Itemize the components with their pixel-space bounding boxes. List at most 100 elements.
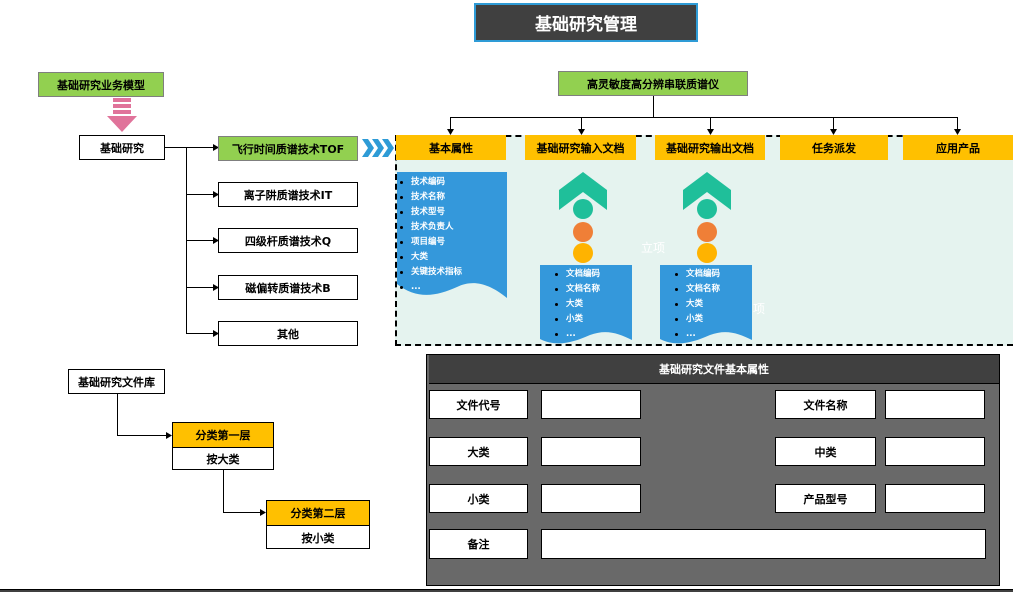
attr-item: 大类	[397, 250, 462, 265]
tab-task-dispatch[interactable]: 任务派发	[780, 135, 888, 160]
branch-it[interactable]: 离子阱质谱技术IT	[218, 182, 358, 207]
document-shape	[660, 265, 752, 344]
tab-applied-products[interactable]: 应用产品	[903, 135, 1013, 160]
connector	[223, 512, 261, 513]
arrowhead	[166, 432, 172, 439]
doc-item: 文档名称	[672, 282, 720, 297]
label-major-class: 大类	[429, 437, 528, 466]
connector	[186, 194, 213, 195]
input-major-class[interactable]	[541, 437, 641, 466]
input-file-name[interactable]	[885, 390, 985, 419]
document-shape	[397, 172, 507, 298]
tab-input-docs[interactable]: 基础研究输入文档	[525, 135, 636, 160]
file-attributes-panel: 基础研究文件基本属性 文件代号 文件名称 大类 中类 小类 产品型号 备注	[426, 354, 1000, 586]
business-model-box[interactable]: 基础研究业务模型	[38, 72, 164, 97]
input-remark[interactable]	[541, 529, 986, 559]
attr-item: 技术名称	[397, 190, 462, 205]
connector	[165, 147, 213, 148]
arrowhead	[213, 191, 219, 198]
tab-output-docs[interactable]: 基础研究输出文档	[655, 135, 765, 160]
doc-item: 小类	[552, 312, 600, 327]
bottom-divider	[0, 589, 1013, 592]
label-remark: 备注	[429, 529, 528, 559]
down-arrow-icon	[107, 98, 137, 132]
basic-attributes-doc: 技术编码 技术名称 技术型号 技术负责人 项目编号 大类 关键技术指标 ...	[397, 172, 507, 302]
arrowhead	[213, 237, 219, 244]
classification-level-2[interactable]: 分类第二层 按小类	[266, 500, 370, 549]
connector	[957, 117, 958, 129]
label-mid-class: 中类	[775, 437, 876, 466]
branch-tof[interactable]: 飞行时间质谱技术TOF	[218, 136, 358, 161]
doc-item: 小类	[672, 312, 720, 327]
input-product-model[interactable]	[885, 484, 985, 513]
instrument-box[interactable]: 高灵敏度高分辨串联质谱仪	[558, 71, 748, 96]
stage-dots-icon	[697, 199, 717, 263]
page-title: 基础研究管理	[474, 3, 698, 42]
label-minor-class: 小类	[429, 484, 528, 513]
tab-basic-attributes[interactable]: 基本属性	[396, 135, 506, 160]
branch-q[interactable]: 四级杆质谱技术Q	[218, 228, 358, 253]
connector	[186, 333, 213, 334]
arrowhead	[213, 144, 219, 151]
level-header: 分类第二层	[267, 501, 369, 526]
branch-other[interactable]: 其他	[218, 321, 358, 346]
output-docs-doc: 文档编码 文档名称 大类 小类 ...	[660, 265, 752, 345]
up-chevron-icon	[683, 172, 731, 210]
document-shape	[540, 265, 632, 344]
attr-item: 项目编号	[397, 235, 462, 250]
root-basic-research[interactable]: 基础研究	[79, 135, 165, 160]
level-body: 按小类	[301, 531, 335, 545]
up-chevron-icon	[559, 172, 607, 210]
connector	[581, 117, 582, 129]
input-docs-doc: 文档编码 文档名称 大类 小类 ...	[540, 265, 632, 345]
attr-item: 技术编码	[397, 175, 462, 190]
connector	[710, 117, 711, 129]
connector	[186, 240, 213, 241]
arrowhead	[447, 129, 454, 135]
doc-item: ...	[672, 327, 720, 342]
arrowhead	[213, 330, 219, 337]
connector	[450, 117, 451, 129]
level-header: 分类第一层	[173, 423, 273, 448]
connector	[186, 287, 213, 288]
classification-level-1[interactable]: 分类第一层 按大类	[172, 422, 274, 470]
arrowhead	[830, 129, 837, 135]
input-file-code[interactable]	[541, 390, 641, 419]
stage-dots-icon	[573, 199, 593, 263]
connector	[450, 117, 958, 118]
label-file-code: 文件代号	[429, 390, 528, 419]
doc-item: 大类	[552, 297, 600, 312]
input-mid-class[interactable]	[885, 437, 985, 466]
attr-item: 关键技术指标	[397, 265, 462, 280]
ghost-label: 项	[753, 302, 766, 316]
arrowhead	[707, 129, 714, 135]
ghost-label: 立项	[641, 241, 666, 255]
doc-item: 文档编码	[672, 267, 720, 282]
doc-item: ...	[552, 327, 600, 342]
doc-item: 大类	[672, 297, 720, 312]
connector	[833, 117, 834, 129]
panel-title: 基础研究文件基本属性	[429, 355, 999, 384]
connector	[653, 96, 654, 117]
connector	[117, 394, 118, 435]
chevron-right-icon	[362, 139, 394, 157]
input-minor-class[interactable]	[541, 484, 641, 513]
arrowhead	[260, 509, 266, 516]
connector	[117, 435, 167, 436]
label-product-model: 产品型号	[775, 484, 876, 513]
arrowhead	[578, 129, 585, 135]
doc-item: 文档编码	[552, 267, 600, 282]
branch-b[interactable]: 磁偏转质谱技术B	[218, 275, 358, 300]
connector	[223, 470, 224, 512]
arrowhead	[954, 129, 961, 135]
level-body: 按大类	[206, 453, 240, 466]
attr-item: 技术负责人	[397, 220, 462, 235]
doc-item: 文档名称	[552, 282, 600, 297]
arrowhead	[213, 284, 219, 291]
label-file-name: 文件名称	[775, 390, 876, 419]
attr-item: 技术型号	[397, 205, 462, 220]
attr-item: ...	[397, 280, 462, 295]
file-library-root[interactable]: 基础研究文件库	[68, 369, 165, 394]
